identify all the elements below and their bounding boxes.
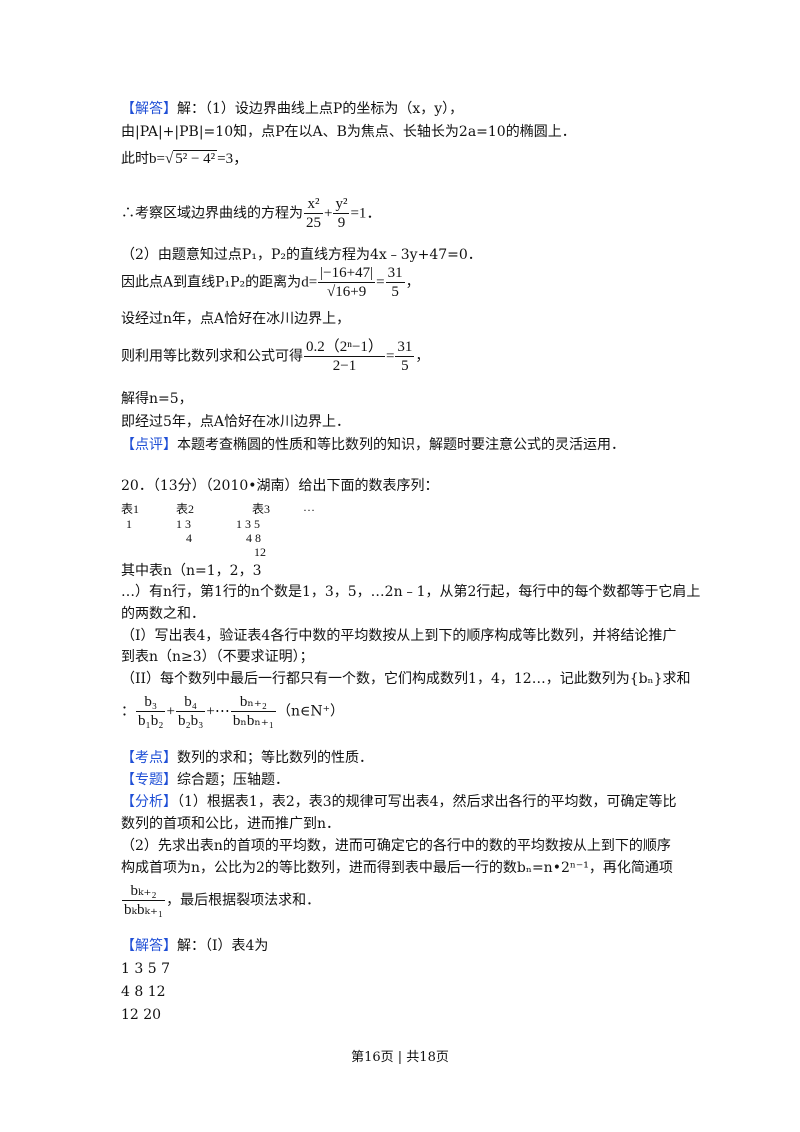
topic-tag: 【专题】 [121, 772, 177, 788]
text-line: （2）由题意知过点P₁，P₂的直线方程为4x﹣3y+47=0． [121, 247, 482, 263]
formula-b-line: 此时b=√5² − 4²=3， [121, 150, 249, 167]
review-line: 【点评】本题考查椭圆的性质和等比数列的知识，解题时要注意公式的灵活运用． [121, 437, 625, 453]
text-line: 到表n（n≥3）（不要求证明）； [121, 649, 314, 665]
answer-line-2: 【解答】解：（I）表4为 [121, 938, 269, 954]
text-line: 数列的首项和公比，进而推广到n． [121, 816, 341, 832]
page-footer: 第16页 | 共18页 [351, 1050, 449, 1065]
answer-line-1: 【解答】解：（1）设边界曲线上点P的坐标为（x，y）， [121, 101, 464, 117]
table-2-row: 4 [186, 531, 192, 545]
text-line: 构成首项为n，公比为2的等比数列，进而得到表中最后一行的数bₙ=n•2ⁿ⁻¹，再… [121, 860, 673, 876]
table-ellipsis: … [303, 500, 315, 514]
table-4-row: 1 3 5 7 [121, 961, 170, 977]
table-3-row: 1 3 5 [236, 517, 260, 531]
keypoint-line: 【考点】数列的求和；等比数列的性质． [121, 750, 373, 766]
text-line: 的两数之和． [121, 606, 205, 622]
text-line: …）有n行，第1行的n个数是1，3，5，…2n﹣1，从第2行起，每行中的每个数都… [121, 584, 701, 600]
table-2-header: 表2 [176, 502, 195, 516]
table-2-row: 1 3 [176, 517, 191, 531]
topic-line: 【专题】综合题；压轴题． [121, 772, 289, 788]
table-1-header: 表1 [121, 502, 140, 516]
text-line: 由|PA|+|PB|=10知，点P在以A、B为焦点、长轴长为2a=10的椭圆上． [121, 124, 576, 140]
fraction: 0.2（2ⁿ−1）2−1 [304, 339, 385, 374]
question-20-heading: 20．（13分）（2010•湖南）给出下面的数表序列： [121, 478, 439, 494]
table-3-row: 4 8 [246, 531, 261, 545]
analysis-tag: 【分析】 [121, 794, 177, 810]
text-line: 即经过5年，点A恰好在冰川边界上． [121, 414, 351, 430]
table-3-row: 12 [254, 545, 266, 559]
keypoint-tag: 【考点】 [121, 750, 177, 766]
analysis-line: 【分析】（1）根据表1，表2，表3的规律可写出表4，然后求出各行的平均数，可确定… [121, 794, 677, 810]
text-line: 其中表n（n=1，2，3 [121, 563, 262, 579]
text-line: 设经过n年，点A恰好在冰川边界上， [121, 311, 351, 327]
radicand: 5² − 4² [173, 150, 218, 167]
table-3-header: 表3 [252, 502, 271, 516]
table-4-row: 4 8 12 [121, 984, 166, 1000]
answer-tag: 【解答】 [121, 938, 177, 954]
answer-tag: 【解答】 [121, 101, 177, 117]
table-1-row: 1 [126, 517, 132, 531]
review-tag: 【点评】 [121, 437, 177, 453]
text-line: （II）每个数列中最后一行都只有一个数，它们构成数列1，4，12…，记此数列为{… [121, 671, 691, 687]
fraction: |−16+47|√16+9 [318, 265, 376, 300]
text-line: （I）写出表4，验证表4各行中数的平均数按从上到下的顺序构成等比数列，并将结论推… [121, 628, 677, 644]
table-4-row: 12 20 [121, 1007, 162, 1023]
text-line: （2）先求出表n的首项的平均数，进而可确定它的各行中的数的平均数按从上到下的顺序 [121, 838, 671, 854]
text-line: 解得n=5， [121, 391, 193, 407]
